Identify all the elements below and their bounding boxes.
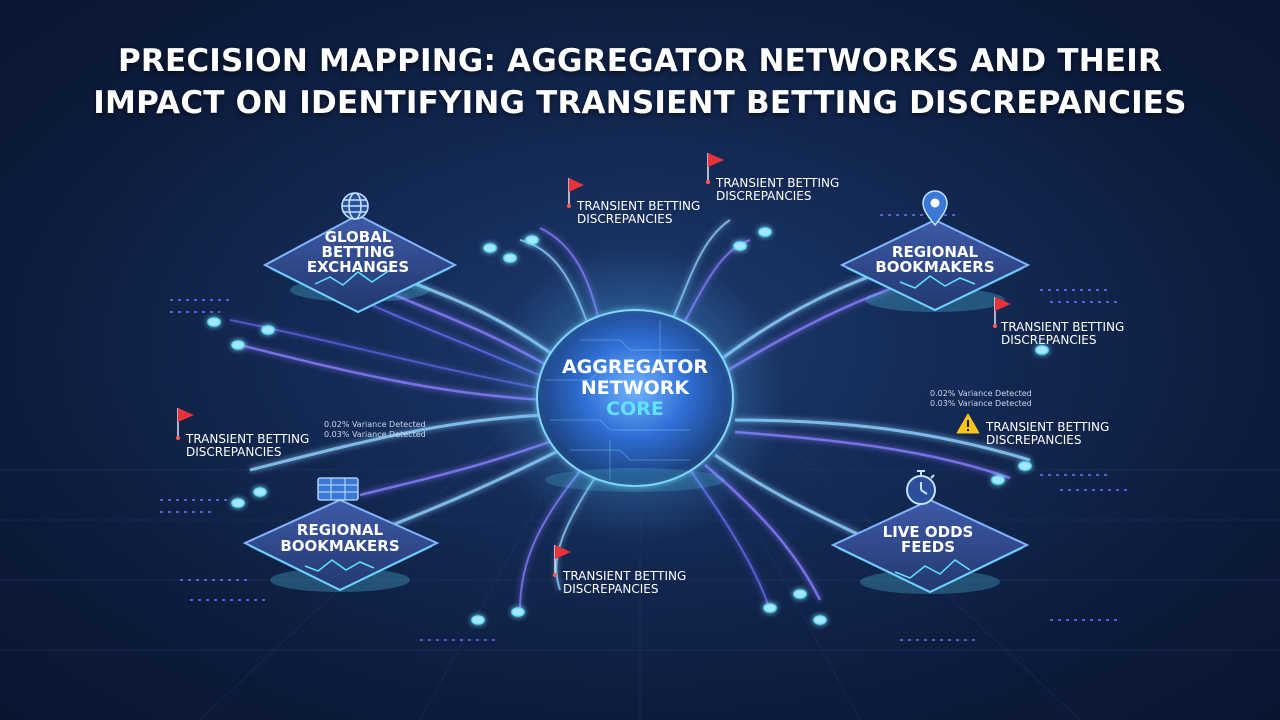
flag-bottom[interactable]: TRANSIENT BETTING DISCREPANCIES <box>553 545 686 596</box>
flag-top[interactable]: TRANSIENT BETTING DISCREPANCIES <box>706 153 839 203</box>
warning-icon <box>956 413 980 434</box>
node-regional-bookmakers-bottom[interactable]: REGIONAL BOOKMAKERS <box>242 477 440 592</box>
flag-bottom-line-1: TRANSIENT BETTING <box>562 569 686 583</box>
node-live-label-1: LIVE ODDS <box>883 523 974 541</box>
globe-icon <box>341 192 369 220</box>
node-global-label-1: GLOBAL <box>325 228 392 246</box>
page-title: PRECISION MAPPING: AGGREGATOR NETWORKS A… <box>0 40 1280 124</box>
flag-upper-left[interactable]: TRANSIENT BETTING DISCREPANCIES <box>567 178 700 226</box>
warning-line-1: TRANSIENT BETTING <box>985 420 1109 434</box>
title-line-1: PRECISION MAPPING: AGGREGATOR NETWORKS A… <box>117 43 1163 79</box>
red-flag-icon <box>176 408 194 440</box>
flag-right-upper-line-1: TRANSIENT BETTING <box>1000 320 1124 334</box>
warning-alert-right[interactable]: TRANSIENT BETTING DISCREPANCIES <box>956 413 1109 447</box>
node-regional-bottom-label-1: REGIONAL <box>297 521 384 539</box>
node-live-odds-feeds[interactable]: LIVE ODDS FEEDS <box>830 470 1030 594</box>
node-regional-bookmakers-top[interactable]: REGIONAL BOOKMAKERS <box>839 190 1031 312</box>
node-global-betting-exchanges[interactable]: GLOBAL BETTING EXCHANGES <box>262 192 458 314</box>
variance-left-a: 0.02% Variance Detected <box>324 420 426 429</box>
red-flag-icon <box>706 153 724 184</box>
red-flag-icon <box>553 545 571 577</box>
core-label-line-2: NETWORK <box>581 377 691 399</box>
flag-right-upper[interactable]: TRANSIENT BETTING DISCREPANCIES <box>993 297 1124 347</box>
flag-left[interactable]: TRANSIENT BETTING DISCREPANCIES <box>176 408 309 459</box>
variance-left-b: 0.03% Variance Detected <box>324 430 426 439</box>
red-flag-icon <box>567 178 584 208</box>
variance-readout-right: 0.02% Variance Detected 0.03% Variance D… <box>930 389 1032 408</box>
node-live-label-2: FEEDS <box>901 538 955 556</box>
red-flag-icon <box>993 297 1011 328</box>
odds-board-icon <box>317 477 359 501</box>
core-label-line-3: CORE <box>606 398 664 420</box>
flag-bottom-line-2: DISCREPANCIES <box>563 582 658 596</box>
variance-right-b: 0.03% Variance Detected <box>930 399 1032 408</box>
node-global-label-3: EXCHANGES <box>307 258 409 276</box>
stopwatch-icon <box>906 470 936 505</box>
variance-right-a: 0.02% Variance Detected <box>930 389 1032 398</box>
data-trails <box>160 214 1130 641</box>
core-label-line-1: AGGREGATOR <box>562 356 708 378</box>
node-global-label-2: BETTING <box>322 243 395 261</box>
node-regional-top-label-2: BOOKMAKERS <box>875 258 994 276</box>
flag-top-line-2: DISCREPANCIES <box>716 189 811 203</box>
warning-line-2: DISCREPANCIES <box>986 433 1081 447</box>
flag-left-line-2: DISCREPANCIES <box>186 445 281 459</box>
flag-top-line-1: TRANSIENT BETTING <box>715 176 839 190</box>
variance-readout-left: 0.02% Variance Detected 0.03% Variance D… <box>324 420 426 439</box>
flag-upper-left-line-2: DISCREPANCIES <box>577 212 672 226</box>
node-regional-bottom-label-2: BOOKMAKERS <box>280 537 399 555</box>
location-pin-icon <box>922 190 948 227</box>
flag-right-upper-line-2: DISCREPANCIES <box>1001 333 1096 347</box>
stream-dots <box>207 227 1049 625</box>
flag-upper-left-line-1: TRANSIENT BETTING <box>576 199 700 213</box>
flag-left-line-1: TRANSIENT BETTING <box>185 432 309 446</box>
title-line-2: IMPACT ON IDENTIFYING TRANSIENT BETTING … <box>93 85 1187 121</box>
aggregator-core[interactable]: AGGREGATOR NETWORK CORE <box>485 245 785 545</box>
node-regional-top-label-1: REGIONAL <box>892 243 979 261</box>
